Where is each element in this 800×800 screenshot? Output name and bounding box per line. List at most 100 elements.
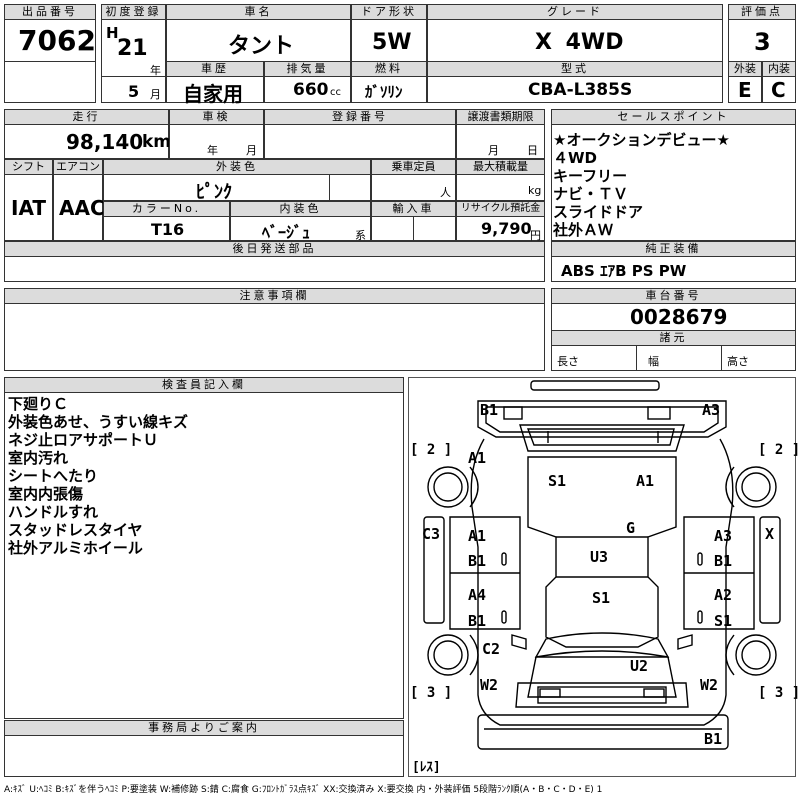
door-type: 5W [372,30,412,55]
inspector-box [4,392,404,719]
grade: X 4WD [535,30,624,55]
lot-label: 出品番号 [4,4,96,20]
fuel: ｶﾞｿﾘﾝ [365,83,403,101]
rear-body-outline [477,400,727,438]
later-parts-box [4,256,545,282]
equipment: ABS ｴｱB PS PW [561,262,687,280]
inspector-note: スタッドレスタイヤ [8,521,143,539]
length-label: 長さ [557,355,579,368]
int-label: 内装 [762,61,796,77]
inspection-label: 車検 [169,109,264,125]
capacity-label: 乗車定員 [371,159,456,175]
spec-label: 諸元 [551,330,796,346]
rear-lamp-left [503,406,523,420]
model-box [427,76,723,103]
mark-door-r2-a: A2 [714,586,732,604]
sales-point: スライドドア [553,203,644,221]
transfer-box [456,124,545,159]
front-bumper-strip [477,714,729,750]
mark-door-r2-b: S1 [714,612,732,630]
chassis-box [551,303,796,331]
mark-tire-fl: [ 3 ] [410,685,452,701]
ac-box [53,174,103,241]
mark-rear-right: A3 [702,401,720,419]
ac: AAC [59,196,105,220]
hood [527,656,677,698]
tire-front-right [735,634,777,676]
ext-box [728,76,762,103]
mark-front-right: W2 [700,676,718,694]
diagram-frame [408,377,796,777]
car-name-label: 車名 [166,4,351,20]
equipment-box [551,256,796,282]
height-label: 高さ [727,355,749,368]
car-diagram: B1 A3 [ 2 ] [ 2 ] A1 S1 A1 C3 X G A1 B1 … [410,380,800,775]
length-box [551,345,637,371]
sales-points-box [551,124,796,241]
width-label: 幅 [648,355,659,368]
reg-divider [101,76,166,77]
door-label: ドア形状 [351,4,427,20]
mark-door-l2-a: A4 [468,586,486,604]
sales-point: ナビ・ＴＶ [553,185,629,203]
history: 自家用 [183,82,243,106]
legend: A:ｷｽﾞ U:ﾍｺﾐ B:ｷｽﾞを伴うﾍｺﾐ P:要塗装 W:補修跡 S:錆 … [4,785,603,795]
mark-fender-left: C2 [482,640,500,658]
transfer-label: 譲渡書類期限 [456,109,545,125]
mark-tire-fr: [ 3 ] [758,685,800,701]
mark-tire-rr: [ 2 ] [758,442,800,458]
mark-bumper: B1 [704,730,722,748]
color: ﾋﾟﾝｸ [196,182,232,203]
car-name-box [166,19,351,62]
front-grille [537,686,667,704]
score-label: 評価点 [728,4,796,20]
int-grade: C [771,78,786,102]
mileage-label: 走行 [4,109,169,125]
interior-color: ﾍﾞｰｼﾞｭ [262,223,311,242]
mark-side-right: X [765,525,774,543]
recycle-label: リサイクル預託金 [456,201,545,217]
color-no: T16 [151,220,185,239]
mark-door-l1-b: B1 [468,552,486,570]
mark-quarter-left: A1 [468,449,486,467]
mark-lens: [ﾚｽ] [412,760,441,775]
tire-front-left [427,634,469,676]
score-box [728,19,796,62]
inspector-note: シートへたり [8,467,99,485]
color-label: 外装色 [103,159,371,175]
model: CBA-L385S [528,80,633,100]
sales-point: キーフリー [553,167,628,185]
rear-window-inner [526,428,675,446]
mirror-left [511,634,527,650]
inspector-note: 社外アルミホイール [8,539,143,557]
mark-door-l2-b: B1 [468,612,486,630]
year-unit: 年 [150,64,161,77]
notes-label: 注意事項欄 [4,288,545,304]
displacement-box [264,76,351,103]
first-reg-label: 初度登録 [101,4,166,20]
sales-point: ４WD [553,149,597,167]
side-panel-right [759,516,781,624]
mark-roof-mid: U3 [590,548,608,566]
sales-point: 社外ＡＷ [553,221,614,239]
office-label: 事務局よりご案内 [4,720,404,736]
chassis-label: 車台番号 [551,288,796,304]
inspection-box [169,124,264,159]
inspection-month-unit: 月 [246,144,257,157]
mark-roof-right: A1 [636,472,654,490]
sales-points-label: セールスポイント [551,109,796,125]
displacement: 660 [293,80,329,100]
later-parts-label: 後日発送部品 [4,241,545,257]
history-box [166,76,264,103]
door-right [683,516,755,630]
color-box [103,174,330,201]
side-panel-left [423,516,445,624]
door-left [449,516,521,630]
import-box-b [413,216,456,241]
inspector-note: ハンドルすれ [8,503,99,521]
mark-roof-rear: S1 [548,472,566,490]
month-unit: 月 [150,88,161,101]
mileage-unit: km [142,132,172,152]
inspector-list: 下廻りＣ 外装色あせ、うすい線キズ ネジ止ロアサポートＵ 室内汚れ シートへたり… [8,395,188,557]
inspector-label: 検査員記入欄 [4,377,404,393]
